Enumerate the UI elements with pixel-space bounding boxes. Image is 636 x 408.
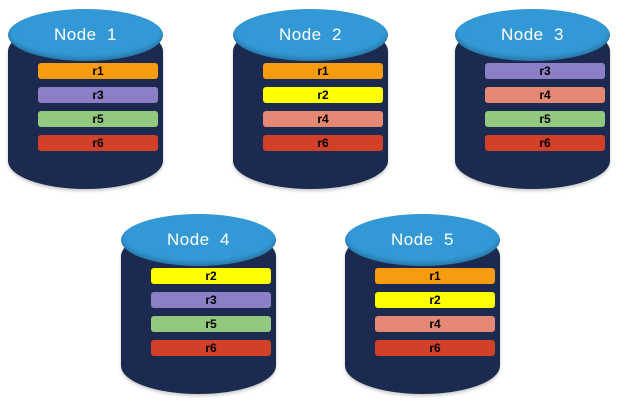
shard-list: r1 r2 r4 r6 — [375, 268, 495, 356]
shard-list: r3 r4 r5 r6 — [485, 63, 605, 151]
node-cylinder-top — [233, 9, 388, 61]
node-cylinder-top — [345, 214, 500, 266]
shard-r2[interactable]: r2 — [375, 292, 495, 308]
database-node-5[interactable]: Node 5 r1 r2 r4 r6 — [345, 214, 500, 394]
shard-r3[interactable]: r3 — [485, 63, 605, 79]
node-title: Node 2 — [278, 25, 343, 44]
shard-r2[interactable]: r2 — [151, 268, 271, 284]
shard-r6[interactable]: r6 — [375, 340, 495, 356]
shard-r4[interactable]: r4 — [263, 111, 383, 127]
shard-r6[interactable]: r6 — [38, 135, 158, 151]
node-title: Node 3 — [500, 25, 565, 44]
shard-r6[interactable]: r6 — [485, 135, 605, 151]
shard-r4[interactable]: r4 — [375, 316, 495, 332]
node-cylinder-top — [8, 9, 163, 61]
database-node-1[interactable]: Node 1 r1 r3 r5 r6 — [8, 9, 163, 189]
shard-r3[interactable]: r3 — [38, 87, 158, 103]
node-title: Node 5 — [390, 230, 455, 249]
shard-list: r2 r3 r5 r6 — [151, 268, 271, 356]
node-title: Node 1 — [53, 25, 118, 44]
shard-r3[interactable]: r3 — [151, 292, 271, 308]
database-node-4[interactable]: Node 4 r2 r3 r5 r6 — [121, 214, 276, 394]
shard-r1[interactable]: r1 — [375, 268, 495, 284]
database-node-2[interactable]: Node 2 r1 r2 r4 r6 — [233, 9, 388, 189]
shard-r6[interactable]: r6 — [151, 340, 271, 356]
node-title: Node 4 — [166, 230, 231, 249]
shard-r1[interactable]: r1 — [38, 63, 158, 79]
shard-r5[interactable]: r5 — [485, 111, 605, 127]
shard-list: r1 r3 r5 r6 — [38, 63, 158, 151]
shard-r1[interactable]: r1 — [263, 63, 383, 79]
shard-r5[interactable]: r5 — [38, 111, 158, 127]
node-cylinder-top — [455, 9, 610, 61]
shard-r5[interactable]: r5 — [151, 316, 271, 332]
database-node-3[interactable]: Node 3 r3 r4 r5 r6 — [455, 9, 610, 189]
shard-r2[interactable]: r2 — [263, 87, 383, 103]
shard-r4[interactable]: r4 — [485, 87, 605, 103]
shard-list: r1 r2 r4 r6 — [263, 63, 383, 151]
node-cylinder-top — [121, 214, 276, 266]
shard-r6[interactable]: r6 — [263, 135, 383, 151]
